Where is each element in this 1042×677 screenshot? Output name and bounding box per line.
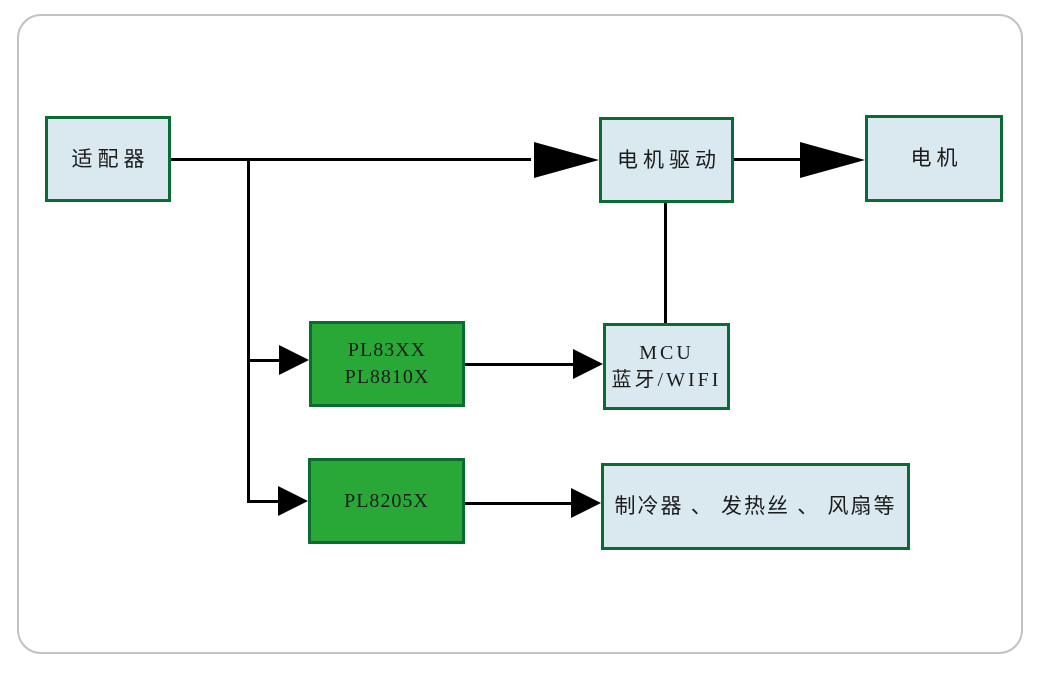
connector-trunk-vertical <box>247 158 250 503</box>
node-pl83xx-line1: PL83XX <box>347 339 427 361</box>
node-motor-label: 电机 <box>910 146 963 171</box>
arrowhead-into-mcu <box>573 349 603 379</box>
connector-adapter-to-motor-drive <box>171 158 531 161</box>
arrowhead-into-pl8205 <box>278 486 308 516</box>
node-pl83xx-line2: PL8810X <box>344 366 430 388</box>
node-pl83xx-pl8810x: PL83XX PL8810X <box>309 321 465 407</box>
diagram-frame <box>17 14 1023 654</box>
arrowhead-into-pl83 <box>279 345 309 375</box>
node-pl8205x-label: PL8205X <box>344 489 429 512</box>
connector-pl83-to-mcu <box>465 363 574 366</box>
node-mcu-line2: 蓝牙/WIFI <box>611 368 722 391</box>
node-mcu-line1: MCU <box>639 341 694 364</box>
node-adapter: 适配器 <box>45 116 171 202</box>
connector-motor-drive-to-mcu <box>664 203 667 323</box>
node-cooler-heater-fan-label: 制冷器 、 发热丝 、 风扇等 <box>614 494 897 519</box>
node-motor: 电机 <box>865 115 1003 202</box>
connector-branch-to-pl83 <box>247 359 280 362</box>
connector-branch-to-pl8205 <box>247 500 279 503</box>
connector-pl8205-to-loads <box>465 502 572 505</box>
node-motor-drive-label: 电机驱动 <box>617 147 721 172</box>
node-cooler-heater-fan: 制冷器 、 发热丝 、 风扇等 <box>601 463 910 550</box>
node-motor-drive: 电机驱动 <box>599 117 734 203</box>
node-mcu-bluetooth-wifi: MCU 蓝牙/WIFI <box>603 323 730 410</box>
arrowhead-into-loads <box>571 488 601 518</box>
node-pl8205x: PL8205X <box>308 458 465 544</box>
node-adapter-label: 适配器 <box>71 146 150 171</box>
arrowhead-into-motor <box>800 142 865 178</box>
connector-motor-drive-to-motor <box>734 158 802 161</box>
arrowhead-into-motor-drive <box>534 142 599 178</box>
